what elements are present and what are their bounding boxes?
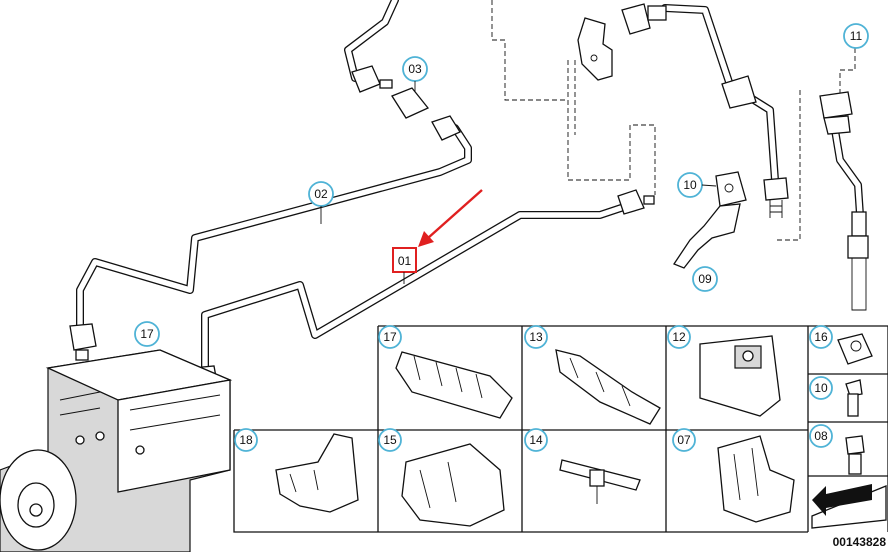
table-callout-14[interactable]: 14 (524, 428, 548, 452)
brake-pipes (76, 0, 864, 374)
svg-text:17: 17 (140, 327, 154, 341)
table-callout-12[interactable]: 12 (667, 325, 691, 349)
table-callout-16[interactable]: 16 (809, 325, 833, 349)
callout-01-highlight[interactable]: 01 (392, 247, 417, 273)
table-callout-15[interactable]: 15 (378, 428, 402, 452)
svg-text:14: 14 (529, 433, 543, 447)
table-callout-08[interactable]: 08 (809, 424, 833, 448)
parts-table-grid (233, 325, 888, 533)
table-callout-13[interactable]: 13 (524, 325, 548, 349)
callout-09[interactable]: 09 (692, 266, 718, 292)
clip-drawings (275, 333, 887, 529)
svg-text:13: 13 (529, 330, 543, 344)
svg-text:18: 18 (239, 433, 253, 447)
table-callout-17[interactable]: 17 (378, 325, 402, 349)
fittings (69, 3, 869, 401)
diagram-number: 00143828 (833, 535, 887, 549)
svg-text:12: 12 (672, 330, 686, 344)
svg-text:02: 02 (314, 187, 328, 201)
callout-02[interactable]: 02 (308, 181, 334, 207)
table-callout-18[interactable]: 18 (234, 428, 258, 452)
table-callout-07[interactable]: 07 (672, 428, 696, 452)
callout-11[interactable]: 11 (843, 23, 869, 49)
svg-text:10: 10 (683, 178, 697, 192)
red-arrow (418, 189, 483, 247)
svg-text:15: 15 (383, 433, 397, 447)
bracket-09 (673, 171, 747, 269)
table-callout-10[interactable]: 10 (809, 376, 833, 400)
callout-03[interactable]: 03 (402, 56, 428, 82)
svg-text:07: 07 (677, 433, 691, 447)
callout-17-main[interactable]: 17 (134, 321, 160, 347)
svg-text:10: 10 (814, 381, 828, 395)
svg-text:01: 01 (398, 254, 412, 268)
leader-lines (491, 0, 856, 241)
abs-unit (0, 349, 233, 553)
svg-text:17: 17 (383, 330, 397, 344)
svg-text:08: 08 (814, 429, 828, 443)
callout-10-top[interactable]: 10 (677, 172, 703, 198)
svg-text:03: 03 (408, 62, 422, 76)
bracket-top (577, 17, 613, 81)
svg-text:16: 16 (814, 330, 828, 344)
svg-text:11: 11 (850, 29, 863, 43)
svg-text:09: 09 (698, 272, 712, 286)
